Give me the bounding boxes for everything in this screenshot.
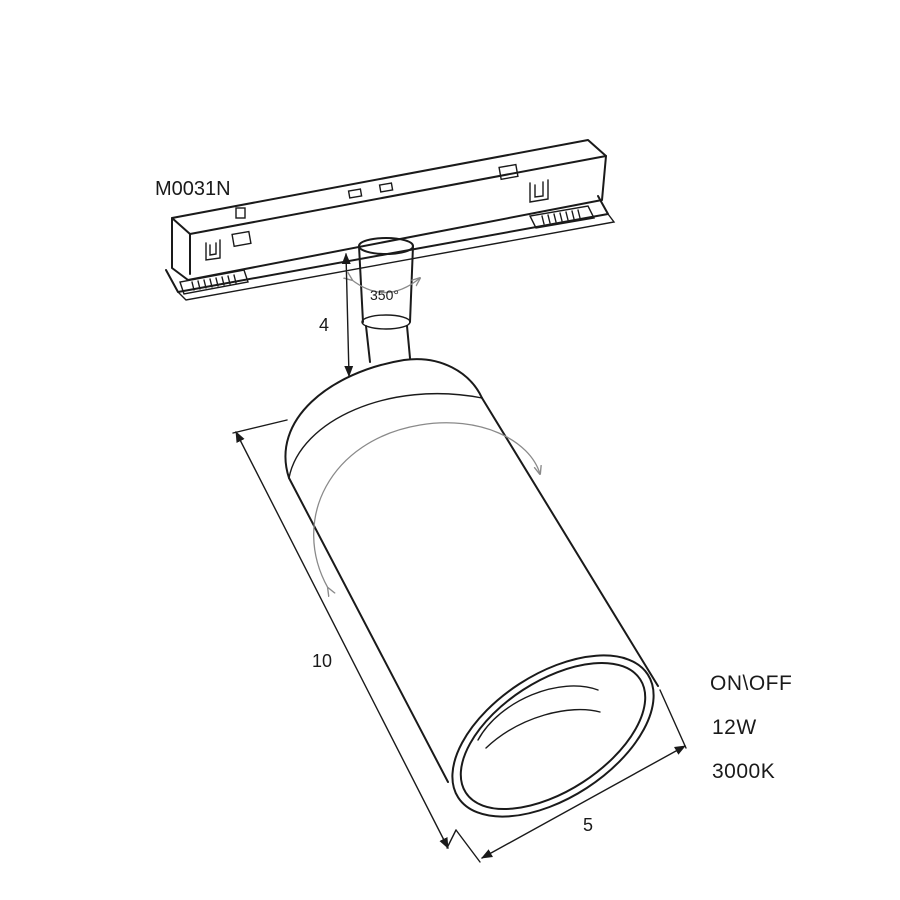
u-clip-right <box>529 179 549 203</box>
front-ring-inner <box>459 661 647 811</box>
stem-joint <box>361 314 411 330</box>
cylinder-cap-seam <box>288 393 483 479</box>
adapter-base-lip <box>177 213 616 301</box>
dim-diameter-ext-left <box>455 829 481 863</box>
rotation-angle-label: 350° <box>370 287 399 303</box>
cylinder-right-edge <box>481 397 659 687</box>
tilt-arrow <box>313 422 540 588</box>
top-slot <box>378 182 394 193</box>
dim-diameter-label: 5 <box>583 815 593 835</box>
dim-length-label: 10 <box>312 651 332 671</box>
dim-stem-label: 4 <box>319 315 329 335</box>
adapter-top-face <box>171 139 607 235</box>
contact-grille-left <box>179 269 249 295</box>
front-slot <box>231 230 252 248</box>
stem <box>352 237 420 363</box>
reflector-inner <box>485 708 601 749</box>
top-slot <box>498 163 519 181</box>
track-adapter <box>165 139 616 301</box>
top-slot <box>347 188 363 199</box>
contact-grille-right <box>528 205 596 229</box>
front-ring-outer <box>451 654 655 818</box>
rotation-arrow-stem <box>352 278 420 294</box>
spec-color-temp: 3000K <box>712 760 775 783</box>
dim-diameter-line <box>481 745 686 859</box>
dim-length-ext-top <box>232 419 288 434</box>
model-label: M0031N <box>155 178 231 200</box>
top-slot <box>235 207 246 219</box>
adapter-base <box>165 195 609 293</box>
dim-stem-line <box>341 252 354 378</box>
dim-length-ext-bottom <box>446 829 457 849</box>
cylinder-body <box>284 358 659 818</box>
dim-length-line <box>235 431 449 849</box>
u-clip-left <box>205 239 221 261</box>
reflector-edge <box>477 685 599 741</box>
dim-diameter-ext-right <box>659 689 687 749</box>
stem-neck <box>365 325 411 363</box>
spec-power: 12W <box>712 716 757 739</box>
cylinder-top-cap <box>284 358 483 479</box>
cylinder-left-edge <box>288 477 449 783</box>
spec-switch: ON\OFF <box>710 672 792 695</box>
